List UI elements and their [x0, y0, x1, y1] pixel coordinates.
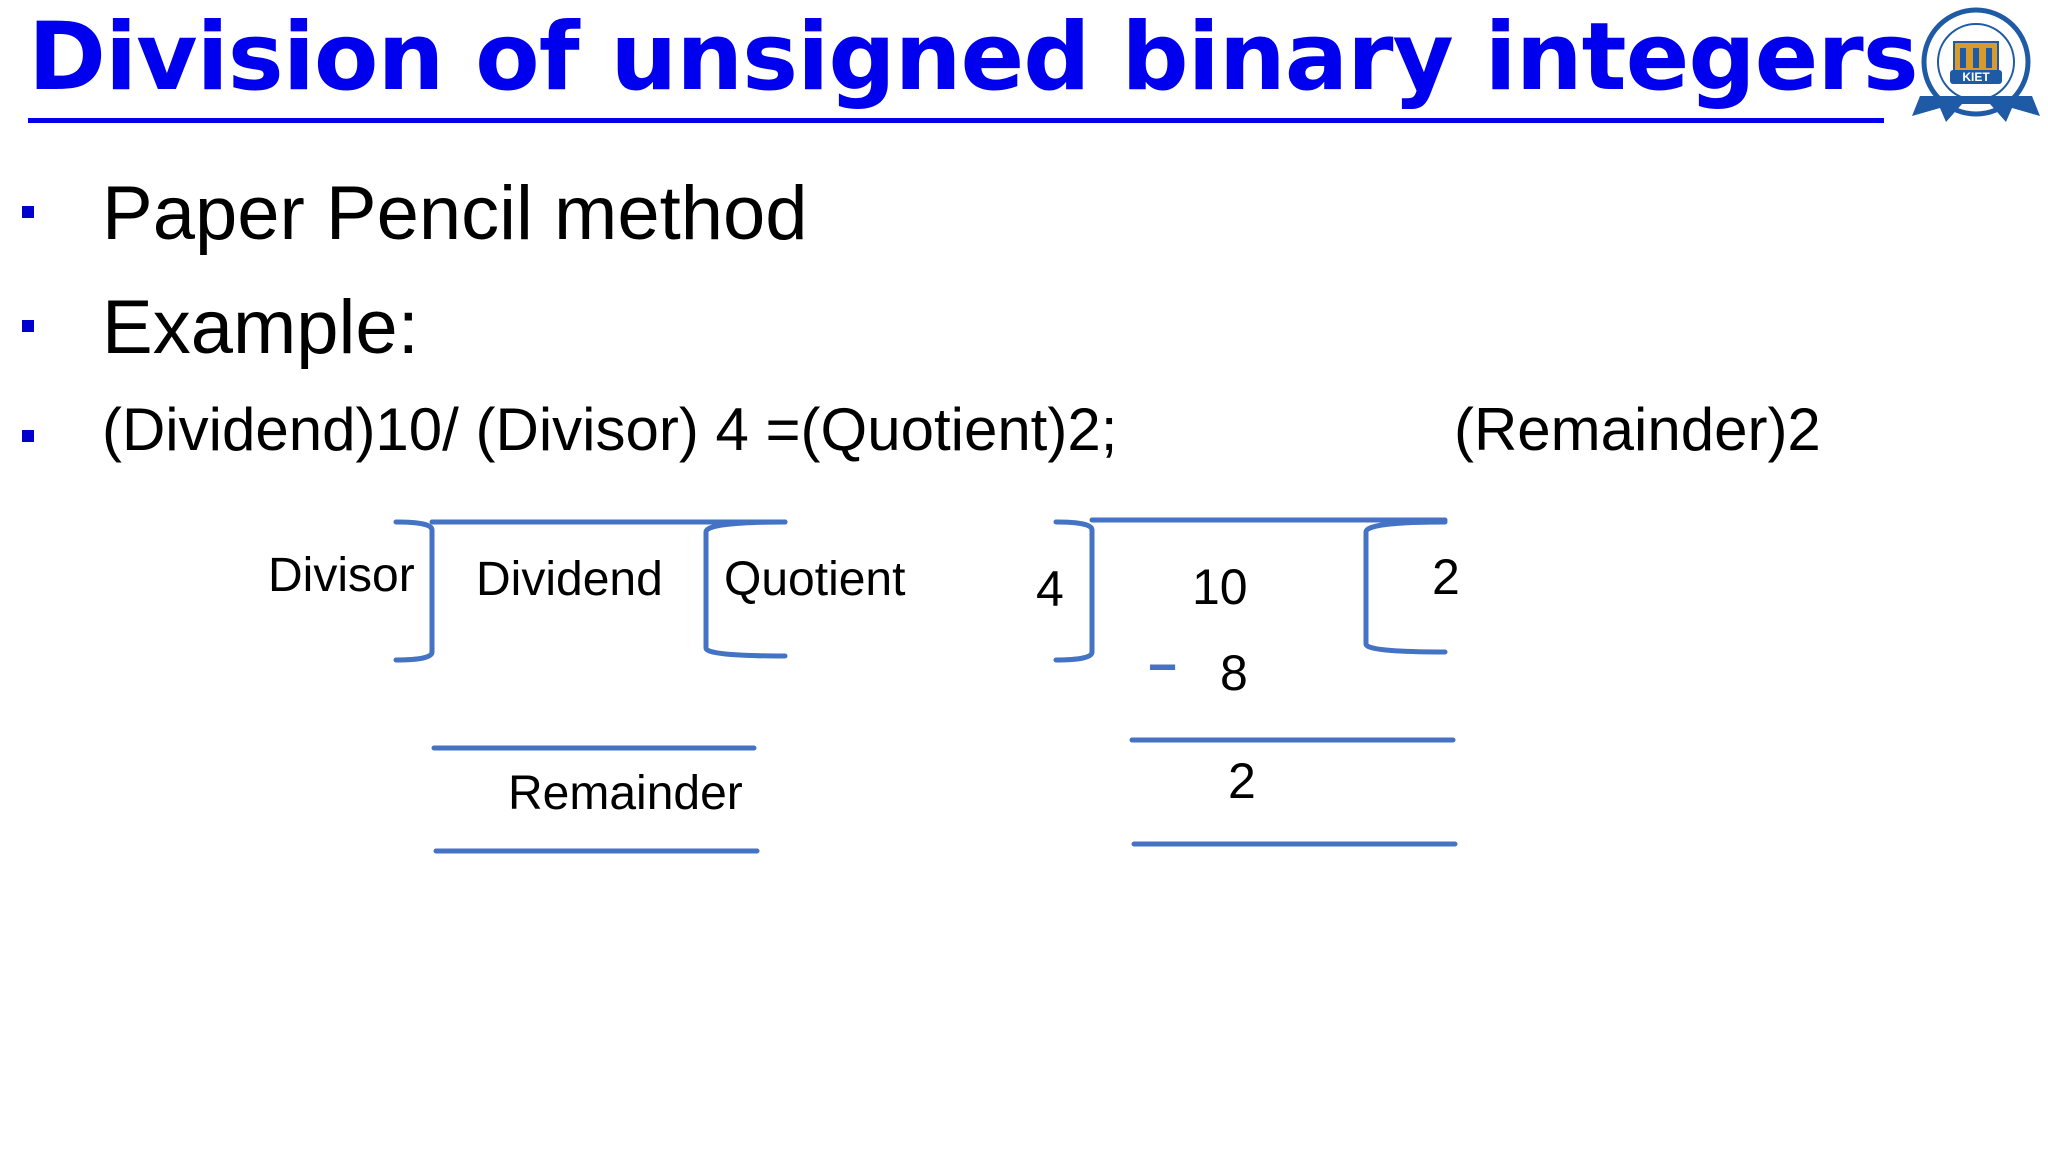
example-minus-sign: − — [1148, 639, 1178, 695]
example-divisor-bracket — [1053, 519, 1095, 663]
kiet-institution-crest-icon: KIET — [1912, 7, 2040, 122]
example-quotient-value: 2 — [1432, 549, 1460, 605]
bullet-text: (Dividend)10/ (Divisor) 4 =(Quotient)2; — [102, 396, 1118, 463]
bullet-text: Paper Pencil method — [102, 171, 808, 256]
template-dividend-label: Dividend — [476, 553, 663, 606]
slide-title: Division of unsigned binary integers — [28, 3, 1919, 112]
title-underline — [28, 118, 1884, 123]
template-divisor-bracket — [393, 519, 435, 663]
template-divisor-label: Divisor — [268, 549, 415, 602]
bullet-marker — [22, 430, 34, 442]
example-dividend-value: 10 — [1192, 559, 1248, 615]
bullet-marker — [22, 206, 34, 218]
example-divisor-value: 4 — [1036, 561, 1064, 617]
example-subtrahend-value: 8 — [1220, 645, 1248, 701]
bullet-text: Example: — [102, 285, 419, 370]
template-remainder-label: Remainder — [508, 767, 743, 820]
bullet-marker — [22, 320, 34, 332]
template-quotient-label: Quotient — [724, 553, 906, 606]
logo-text: KIET — [1962, 70, 1990, 84]
example-quotient-bracket — [1363, 519, 1448, 655]
template-quotient-bracket — [703, 519, 788, 659]
remainder-equation: (Remainder)2 — [1454, 396, 1821, 463]
example-remainder-value: 2 — [1228, 753, 1256, 809]
